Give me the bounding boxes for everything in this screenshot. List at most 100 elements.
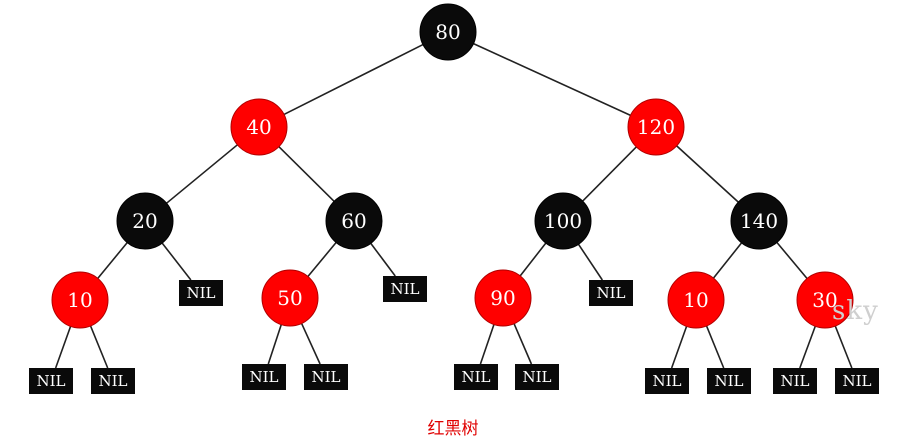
tree-node-n40: 40: [230, 98, 288, 156]
edge-n140-n30: [776, 241, 808, 280]
nil-box: [707, 368, 751, 394]
nil-label: NIL: [461, 368, 490, 386]
edge-n20-n10a: [97, 242, 128, 279]
nil-label: NIL: [186, 284, 215, 302]
node-circle-black: [534, 192, 592, 250]
edge-n10b-nil10b_l: [670, 326, 688, 369]
edge-n10a-nil10a_l: [54, 326, 72, 369]
nil-box: [304, 364, 348, 390]
edge-n50-nil50_r: [300, 323, 321, 365]
edges-layer: [54, 42, 853, 369]
nil-leaf-nil10a_l: NIL: [29, 368, 73, 394]
tree-node-n10b: 10: [667, 271, 725, 329]
node-label: 20: [132, 209, 157, 233]
node-circle-red: [667, 271, 725, 329]
node-circle-red: [474, 269, 532, 327]
nil-label: NIL: [596, 284, 625, 302]
tree-node-n140: 140: [730, 192, 788, 250]
nil-box: [454, 364, 498, 390]
node-label: 60: [341, 209, 366, 233]
edge-n40-n60: [278, 146, 335, 202]
node-circle-red: [627, 98, 685, 156]
node-circle-red: [230, 98, 288, 156]
nil-label: NIL: [780, 372, 809, 390]
nil-leaf-nil10b_r: NIL: [707, 368, 751, 394]
tree-node-n30: 30: [796, 271, 854, 329]
watermark: sky: [832, 296, 879, 326]
edge-n90-nil90_r: [513, 323, 533, 365]
nil-box: [383, 276, 427, 302]
nil-leaf-nil10a_r: NIL: [91, 368, 135, 394]
node-label: 100: [544, 209, 582, 233]
edge-n50-nil50_l: [267, 324, 283, 365]
tree-node-n100: 100: [534, 192, 592, 250]
nil-box: [589, 280, 633, 306]
nil-leaf-nil100r: NIL: [589, 280, 633, 306]
nil-leaf-nil20r: NIL: [179, 280, 223, 306]
nil-box: [29, 368, 73, 394]
nil-leaf-nil60r: NIL: [383, 276, 427, 302]
nil-label: NIL: [36, 372, 65, 390]
tree-node-n80: 80: [419, 3, 477, 61]
nil-label: NIL: [311, 368, 340, 386]
nil-box: [645, 368, 689, 394]
edge-n20-nil20r: [161, 242, 192, 281]
nil-label: NIL: [714, 372, 743, 390]
node-label: 90: [490, 286, 515, 310]
node-label: 50: [277, 286, 302, 310]
edge-n100-nil100r: [577, 243, 603, 281]
edge-n10a-nil10a_r: [89, 325, 109, 369]
nil-label: NIL: [98, 372, 127, 390]
tree-node-n60: 60: [325, 192, 383, 250]
node-label: 10: [67, 288, 92, 312]
diagram-caption: 红黑树: [427, 419, 479, 439]
nil-leaf-nil10b_l: NIL: [645, 368, 689, 394]
nil-box: [515, 364, 559, 390]
node-circle-black: [116, 192, 174, 250]
nil-box: [773, 368, 817, 394]
tree-node-n90: 90: [474, 269, 532, 327]
nil-label: NIL: [522, 368, 551, 386]
tree-node-n20: 20: [116, 192, 174, 250]
node-label: 140: [740, 209, 778, 233]
edge-n80-n120: [473, 42, 631, 117]
edge-n40-n20: [166, 144, 238, 204]
node-circle-red: [261, 269, 319, 327]
node-circle-black: [730, 192, 788, 250]
edge-n120-n100: [582, 146, 637, 202]
node-label: 30: [812, 288, 837, 312]
nil-leaf-nil50_r: NIL: [304, 364, 348, 390]
node-circle-black: [419, 3, 477, 61]
nil-label: NIL: [842, 372, 871, 390]
edge-n10b-nil10b_r: [705, 325, 725, 369]
nil-label: NIL: [390, 280, 419, 298]
nil-leaf-nil30_l: NIL: [773, 368, 817, 394]
edge-n60-n50: [307, 242, 337, 277]
tree-node-n10a: 10: [51, 271, 109, 329]
nil-leaf-nil30_r: NIL: [835, 368, 879, 394]
node-circle-red: [796, 271, 854, 329]
nil-box: [835, 368, 879, 394]
node-label: 120: [637, 115, 675, 139]
tree-node-n120: 120: [627, 98, 685, 156]
nil-leaf-nil50_l: NIL: [242, 364, 286, 390]
edge-n60-nil60r: [370, 242, 396, 277]
node-label: 10: [683, 288, 708, 312]
nil-label: NIL: [652, 372, 681, 390]
nil-label: NIL: [249, 368, 278, 386]
node-circle-black: [325, 192, 383, 250]
nil-box: [179, 280, 223, 306]
edge-n80-n40: [283, 43, 424, 116]
edge-n90-nil90_l: [479, 324, 495, 365]
edge-n30-nil30_r: [834, 325, 853, 369]
edge-n100-n90: [519, 242, 547, 277]
nil-leaf-nil90_r: NIL: [515, 364, 559, 390]
edge-n30-nil30_l: [799, 325, 817, 369]
edge-n120-n140: [676, 145, 739, 203]
tree-node-n50: 50: [261, 269, 319, 327]
nil-box: [242, 364, 286, 390]
nil-leaf-nil90_l: NIL: [454, 364, 498, 390]
